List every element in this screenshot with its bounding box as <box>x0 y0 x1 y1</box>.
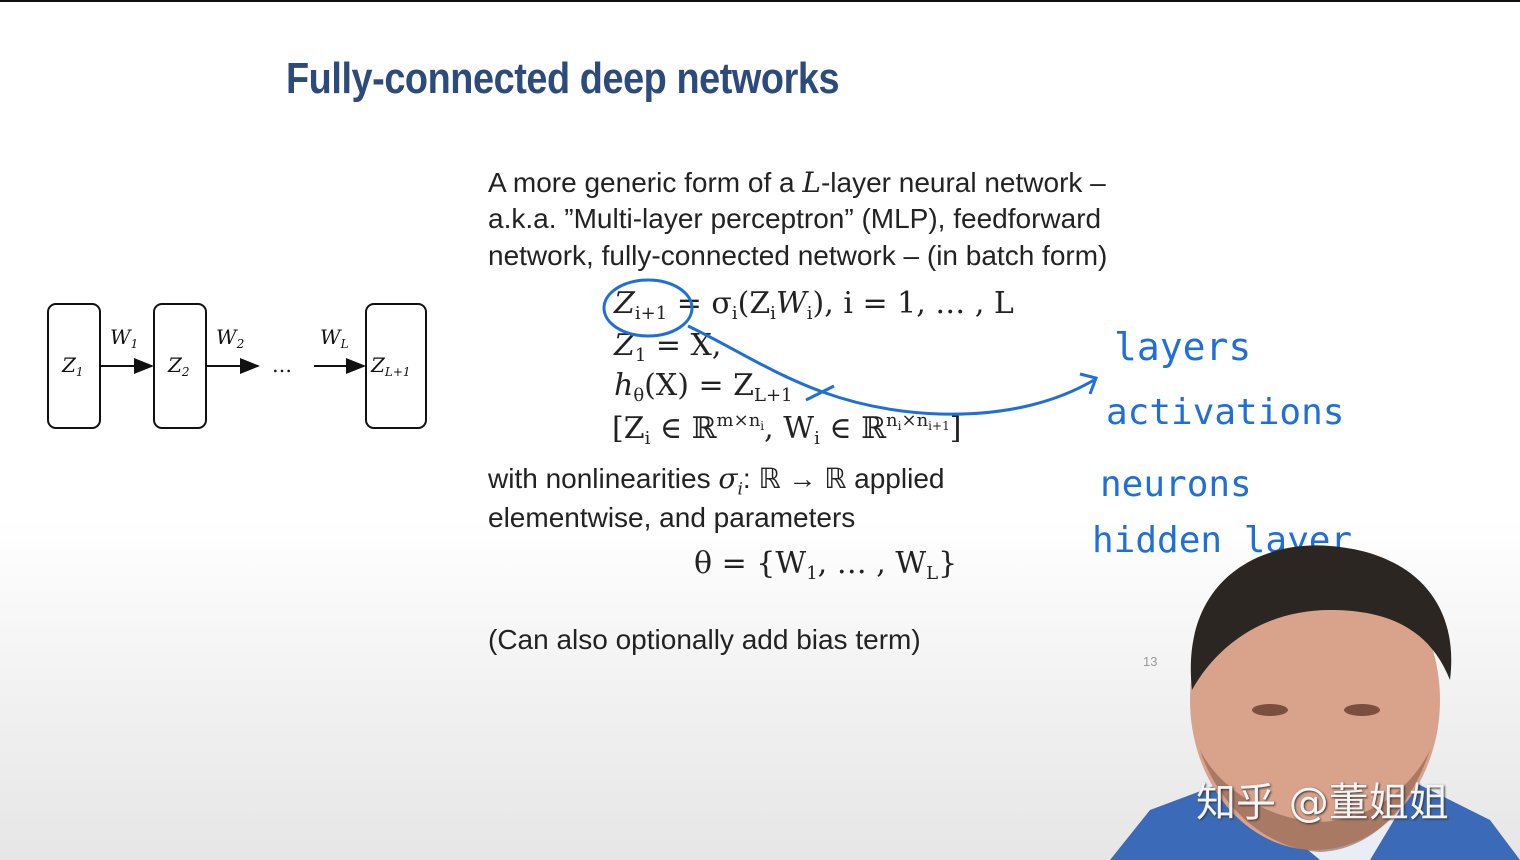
intro-line-1-a: A more generic form of a <box>488 167 803 198</box>
eq4-sub1: i <box>644 428 651 449</box>
node-1-label: Z1 <box>61 353 84 379</box>
eq1-w: W <box>775 286 807 321</box>
intro-L-symbol: L <box>802 166 821 199</box>
eq1-w-sub: i <box>806 303 813 324</box>
ellipsis: … <box>272 353 292 377</box>
nonlin-a: with nonlinearities <box>488 463 719 494</box>
eq4-d: ∈ ℝ <box>819 411 887 446</box>
intro-line-2: a.k.a. ”Multi-layer perceptron” (MLP), f… <box>488 203 1102 234</box>
eq4-sup1: m×n <box>716 410 761 431</box>
ink-arrow-head <box>1079 372 1098 395</box>
presenter-image <box>1110 545 1520 860</box>
node-2-label: Z2 <box>167 353 190 379</box>
eq4-c: , W <box>764 411 815 446</box>
ink-crossout <box>805 384 835 402</box>
intro-line-1-b: -layer neural network – <box>820 167 1106 198</box>
slide-title: Fully-connected deep networks <box>286 54 840 103</box>
intro-line-3: network, fully-connected network – (in b… <box>488 240 1108 271</box>
eq1-z-sub: i <box>770 303 776 324</box>
equation-layer-update: Zi+1 = σi(ZiWi), i = 1, … , L <box>614 286 1014 324</box>
equation-hypothesis: hθ(X) = ZL+1 <box>614 368 793 406</box>
annotation-activations: activations <box>1106 392 1344 433</box>
eq1-lhs: Z <box>614 286 635 321</box>
diagram-node-3 <box>365 303 427 429</box>
eq3-theta-sub: θ <box>633 385 645 406</box>
eq2-sub: 1 <box>634 345 647 366</box>
eq2-z: Z <box>614 328 635 363</box>
eq4-a: [Z <box>612 411 645 446</box>
nonlin-b: : ℝ → ℝ applied <box>742 463 945 494</box>
eq1-rhs-b: (Z <box>737 286 771 321</box>
page-number: 13 <box>1143 654 1158 669</box>
network-diagram: Z1 Z2 ZL+1 W1 W2 WL … <box>47 303 427 429</box>
eq4-b: ∈ ℝ <box>650 411 717 446</box>
eq4-sup1-sub: i <box>760 419 765 433</box>
theta-sub2: L <box>926 563 939 584</box>
equation-parameters: θ = {W1, … , WL} <box>694 546 957 584</box>
eq3-h: h <box>614 368 634 403</box>
edge-3-label: WL <box>320 325 349 351</box>
eq4-sup2-b-sub: i+1 <box>928 419 950 433</box>
eq1-rhs-d: ), i = 1, … , L <box>812 286 1014 321</box>
annotation-neurons: neurons <box>1100 464 1252 505</box>
eq4-sup2: n <box>886 410 898 431</box>
theta-a: θ = {W <box>694 546 807 581</box>
eq3-sub2: L+1 <box>754 385 793 406</box>
edge-1-label: W1 <box>110 325 138 351</box>
eq1-lhs-sub: i+1 <box>634 303 668 324</box>
theta-c: } <box>938 546 958 581</box>
nonlinearities-line-2: elementwise, and parameters <box>488 502 856 533</box>
edge-2-label: W2 <box>216 325 244 351</box>
equation-dimensions: [Zi ∈ ℝm×ni, Wi ∈ ℝni×ni+1] <box>612 410 961 449</box>
ink-circle <box>602 278 694 338</box>
eq4-e: ] <box>949 411 962 446</box>
nonlin-sigma-sub: i <box>737 479 743 500</box>
eq4-sub2: i <box>814 428 820 449</box>
nonlinearities-line-1: with nonlinearities σi: ℝ → ℝ applied <box>488 462 944 500</box>
annotation-layers: layers <box>1114 325 1251 369</box>
watermark: 知乎 @董姐姐 <box>1196 780 1449 826</box>
intro-line-1: A more generic form of a L-layer neural … <box>488 166 1106 199</box>
node-3-label: ZL+1 <box>370 353 411 379</box>
eq4-sup2-a-sub: i <box>897 419 902 433</box>
theta-sub1: 1 <box>806 563 818 584</box>
theta-b: , … , W <box>817 546 927 581</box>
top-border <box>0 0 1520 2</box>
bias-note: (Can also optionally add bias term) <box>488 624 921 655</box>
eq1-sigma-sub: i <box>731 303 738 324</box>
nonlin-sigma: σ <box>718 462 738 495</box>
ink-arrow-curve <box>687 324 1095 416</box>
eq3-rhs: (X) = Z <box>644 368 754 403</box>
eq4-sup2-b: ×n <box>901 410 929 431</box>
